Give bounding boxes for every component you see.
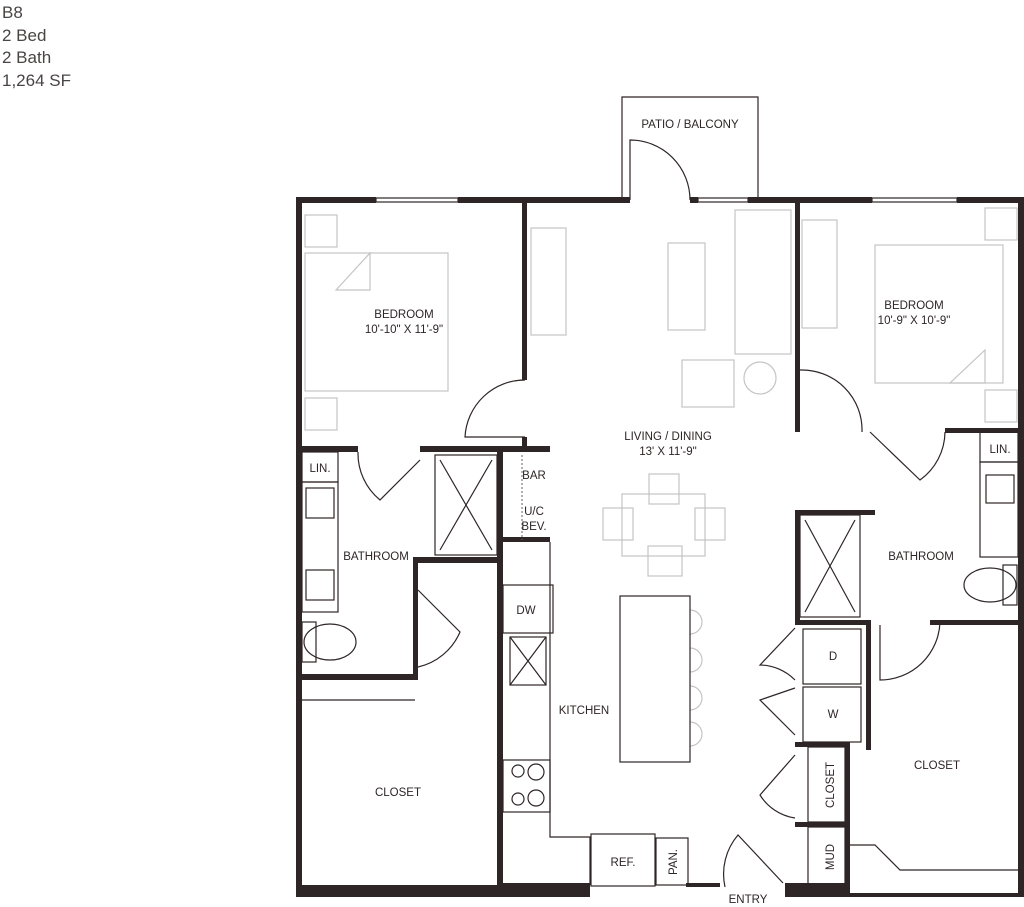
room-labels: PATIO / BALCONY BEDROOM 10'-10" X 11'-9"… [309, 119, 1010, 906]
washer-label: W [828, 709, 839, 721]
uc-bev-label-2: BEV. [521, 521, 546, 533]
closet1-label: CLOSET [375, 787, 421, 799]
bedroom2-dims: 10'-9" X 10'-9" [878, 315, 951, 327]
bedroom2-label: BEDROOM [884, 300, 943, 312]
bedroom1-dims: 10'-10" X 11'-9" [365, 324, 443, 336]
bathroom2-label: BATHROOM [888, 551, 954, 563]
bedroom1-door-icon [464, 379, 526, 438]
kitchen-label: KITCHEN [559, 705, 609, 717]
bedroom1-label: BEDROOM [374, 309, 433, 321]
fixtures [301, 96, 1019, 888]
dishwasher-label: DW [516, 605, 535, 617]
living-dims: 13' X 11'-9" [639, 446, 697, 458]
uc-bev-label-1: U/C [524, 506, 544, 518]
refrigerator-label: REF. [611, 857, 636, 869]
small-closet-label: CLOSET [825, 762, 837, 808]
entry-label: ENTRY [729, 894, 768, 906]
closet2-label: CLOSET [914, 760, 960, 772]
unit-beds: 2 Bed [2, 25, 47, 45]
unit-area: 1,264 SF [2, 70, 71, 90]
furniture [304, 207, 1018, 747]
bathroom1-label: BATHROOM [343, 551, 409, 563]
pantry-label: PAN. [668, 849, 680, 875]
mud-label: MUD [825, 844, 837, 870]
unit-info: B8 2 Bed 2 Bath 1,264 SF [2, 2, 71, 92]
entry-door-icon [722, 834, 784, 888]
dryer-label: D [829, 651, 837, 663]
living-label: LIVING / DINING [624, 431, 712, 443]
patio-label: PATIO / BALCONY [641, 119, 739, 131]
linen1-label: LIN. [309, 463, 330, 475]
patio-door-icon [629, 139, 691, 201]
bar-label: BAR [522, 470, 546, 482]
unit-baths: 2 Bath [2, 48, 52, 67]
unit-name: B8 [2, 3, 23, 22]
linen2-label: LIN. [989, 444, 1010, 456]
